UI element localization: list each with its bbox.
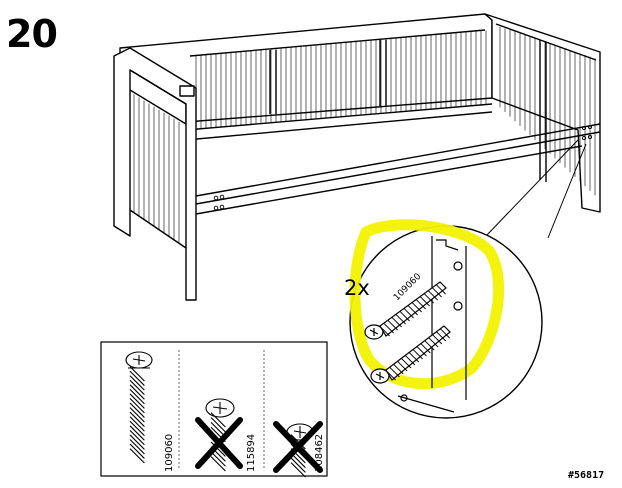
part-code-1: 109060 (164, 433, 175, 472)
screw-upper (364, 281, 447, 340)
rail-holes (213, 124, 593, 211)
front-rail (195, 123, 601, 215)
document-id: #56817 (568, 470, 605, 481)
highlight-marker (349, 219, 505, 390)
part-screw-109060 (125, 351, 153, 464)
quantity-label: 2x (344, 276, 370, 300)
parts-box (100, 341, 328, 478)
not-allowed-mark-1 (195, 417, 243, 469)
part-code-3: 108462 (314, 433, 325, 472)
callout-lines (485, 139, 587, 239)
right-side-panel (484, 13, 601, 213)
not-allowed-mark-2 (273, 421, 323, 473)
detail-circle (349, 219, 543, 419)
step-number: 20 (6, 12, 58, 56)
screw-lower (370, 325, 451, 384)
part-code-2: 115894 (246, 433, 257, 472)
left-side-panel (113, 47, 197, 301)
